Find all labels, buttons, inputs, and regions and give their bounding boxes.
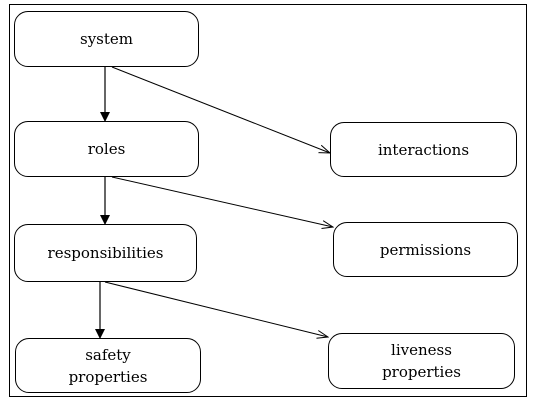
- edge-system-interactions: [111, 66, 330, 153]
- node-interactions: interactions: [330, 122, 517, 177]
- node-roles-label: roles: [87, 140, 126, 158]
- node-system-label: system: [80, 30, 133, 48]
- node-liveness-properties-label: liveness properties: [382, 341, 461, 381]
- node-responsibilities: responsibilities: [14, 224, 197, 282]
- node-permissions-label: permissions: [379, 240, 472, 259]
- node-liveness-properties: liveness properties: [328, 333, 515, 389]
- node-system: system: [14, 11, 199, 67]
- node-interactions-label: interactions: [377, 140, 470, 159]
- node-safety-properties: safety properties: [15, 338, 201, 393]
- edge-responsibilities-liveness: [104, 281, 328, 337]
- node-roles: roles: [14, 121, 199, 177]
- node-responsibilities-label: responsibilities: [47, 244, 164, 262]
- node-permissions: permissions: [333, 222, 518, 277]
- node-safety-properties-label: safety properties: [68, 345, 148, 386]
- edge-roles-permissions: [111, 176, 333, 227]
